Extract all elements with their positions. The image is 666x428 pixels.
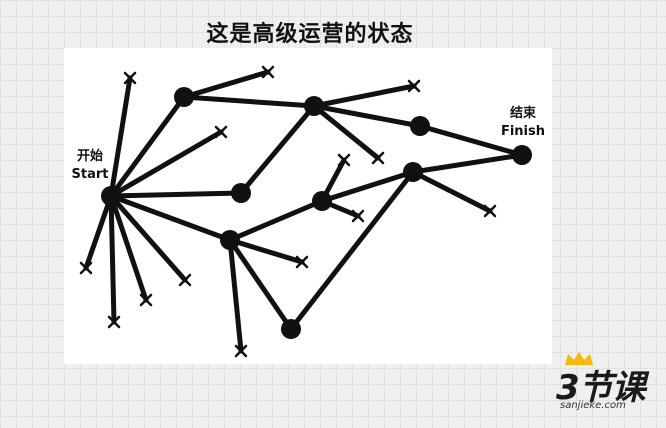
- node: [174, 87, 194, 107]
- start-label-en: Start: [71, 167, 109, 182]
- path-diagram: 开始 Start 结束 Finish: [64, 48, 552, 364]
- dead-end-f: [410, 169, 493, 214]
- path-c-to-b: [238, 103, 317, 196]
- node: [231, 183, 251, 203]
- finish-node: [512, 145, 532, 165]
- dead-end-start-down1: [83, 193, 114, 271]
- dead-end-b1: [311, 83, 417, 109]
- dead-end-start-down3: [108, 193, 149, 303]
- start-label-cn: 开始: [76, 149, 103, 164]
- path-start-to-g: [108, 193, 233, 243]
- path-start-to-c: [108, 190, 244, 199]
- dead-end-a: [181, 69, 271, 100]
- start-node: [101, 186, 121, 206]
- finish-label-en: Finish: [500, 124, 546, 139]
- dead-end-b2: [311, 103, 381, 161]
- crown-icon: [565, 352, 593, 365]
- dead-end-start-down4: [108, 193, 188, 283]
- dead-end-mark: [351, 209, 365, 223]
- dead-end-mark: [234, 344, 248, 358]
- path-g-to-e: [227, 198, 325, 243]
- path-b-to-d: [311, 103, 423, 129]
- path-network: [79, 65, 532, 358]
- dead-end-g1: [227, 237, 305, 265]
- dead-end-mark: [214, 125, 228, 139]
- dead-end-mark: [261, 65, 275, 79]
- finish-label: 结束 Finish: [498, 105, 548, 141]
- node: [281, 319, 301, 339]
- node: [220, 230, 240, 250]
- dead-end-g2: [227, 237, 244, 354]
- node: [304, 96, 324, 116]
- path-start-to-a: [108, 94, 187, 199]
- dead-end-mark: [123, 71, 137, 85]
- path-d-to-finish: [417, 123, 525, 158]
- dead-end-mark: [79, 261, 93, 275]
- dead-end-start-upright: [108, 129, 224, 199]
- node: [403, 162, 423, 182]
- dead-end-mark: [107, 315, 121, 329]
- dead-end-mark: [483, 204, 497, 218]
- slide-title: 这是高级运营的状态: [206, 22, 414, 47]
- path-e-to-f: [319, 169, 416, 204]
- path-f-to-finish: [410, 152, 525, 175]
- dead-end-mark: [178, 273, 192, 287]
- dead-end-mark: [139, 293, 153, 307]
- dead-end-mark: [295, 255, 309, 269]
- node: [312, 191, 332, 211]
- logo-wordmark: 3节课: [556, 368, 646, 408]
- dead-end-mark: [337, 153, 351, 167]
- finish-label-cn: 结束: [509, 106, 536, 121]
- path-a-to-b: [181, 94, 317, 109]
- path-g-to-h: [227, 237, 294, 332]
- node: [410, 116, 430, 136]
- dead-end-start-up: [108, 75, 133, 199]
- path-h-to-f: [288, 169, 416, 332]
- sanjieke-logo: 3节课 sanjieke.com: [556, 352, 660, 414]
- dead-end-start-down2: [108, 193, 117, 325]
- dead-end-mark: [407, 79, 421, 93]
- dead-end-mark: [371, 151, 385, 165]
- start-label: 开始 Start: [68, 148, 112, 184]
- logo-url: sanjieke.com: [560, 400, 626, 411]
